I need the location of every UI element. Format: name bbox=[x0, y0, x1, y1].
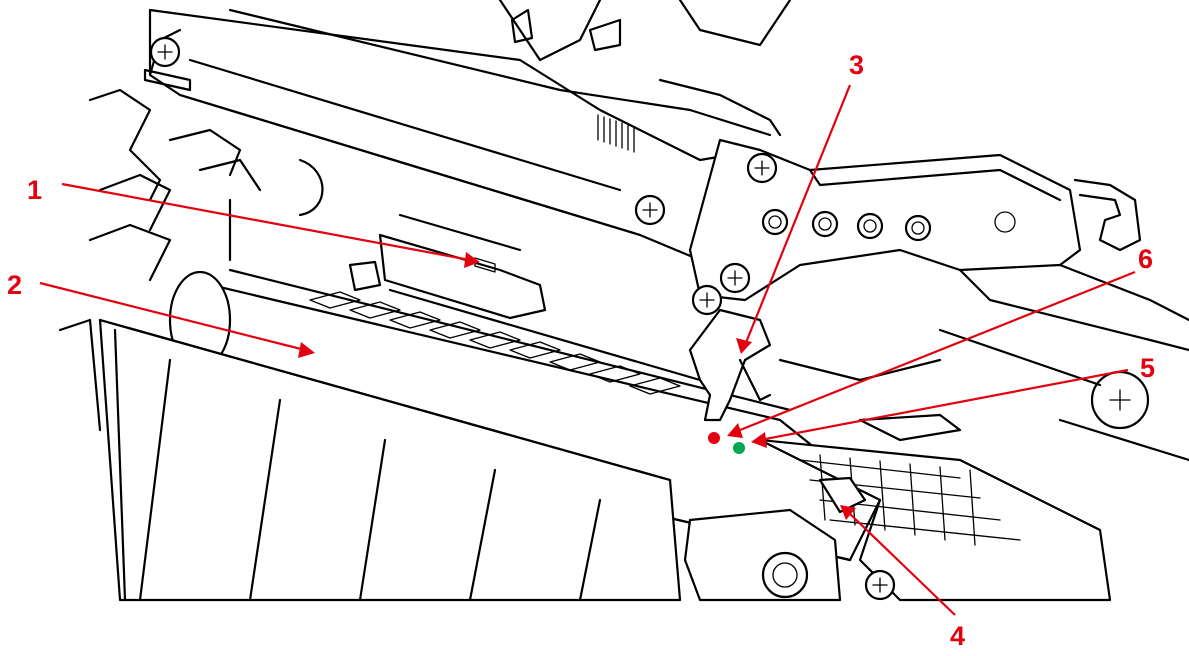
arrowhead-1 bbox=[464, 252, 480, 268]
leader-line-4 bbox=[847, 511, 956, 616]
callout-label-3: 3 bbox=[849, 50, 864, 80]
media-tab bbox=[683, 476, 896, 602]
leader-line-5 bbox=[759, 368, 1129, 442]
side-plate bbox=[688, 138, 1189, 462]
red-sensor-dot bbox=[708, 432, 720, 444]
leader-line-1 bbox=[61, 182, 471, 262]
sensor-markers bbox=[708, 432, 745, 454]
callout-label-6: 6 bbox=[1138, 244, 1153, 274]
callout-label-5: 5 bbox=[1140, 353, 1155, 383]
callout-label-1: 1 bbox=[27, 175, 42, 205]
left-frame bbox=[58, 88, 324, 432]
sensor-block bbox=[348, 213, 702, 382]
printer-line-art bbox=[58, 0, 1189, 602]
leader-line-6 bbox=[734, 270, 1136, 434]
roller-ribs bbox=[309, 291, 681, 395]
media-guide bbox=[98, 318, 682, 602]
leader-line-2 bbox=[39, 281, 306, 352]
green-sensor-dot bbox=[733, 442, 745, 454]
callout-labels: 1 2 3 4 5 6 bbox=[7, 50, 1155, 651]
callout-label-2: 2 bbox=[7, 270, 22, 300]
callout-label-4: 4 bbox=[950, 621, 965, 651]
arrowhead-4 bbox=[840, 505, 856, 520]
leader-lines bbox=[39, 84, 1136, 616]
print-head-assembly bbox=[143, 0, 792, 262]
arrowhead-3 bbox=[736, 338, 752, 354]
leader-line-3 bbox=[743, 84, 852, 346]
release-lever bbox=[688, 308, 772, 422]
arrowhead-2 bbox=[298, 342, 315, 358]
arrowhead-6 bbox=[727, 423, 743, 438]
arrowhead-5 bbox=[751, 432, 767, 448]
